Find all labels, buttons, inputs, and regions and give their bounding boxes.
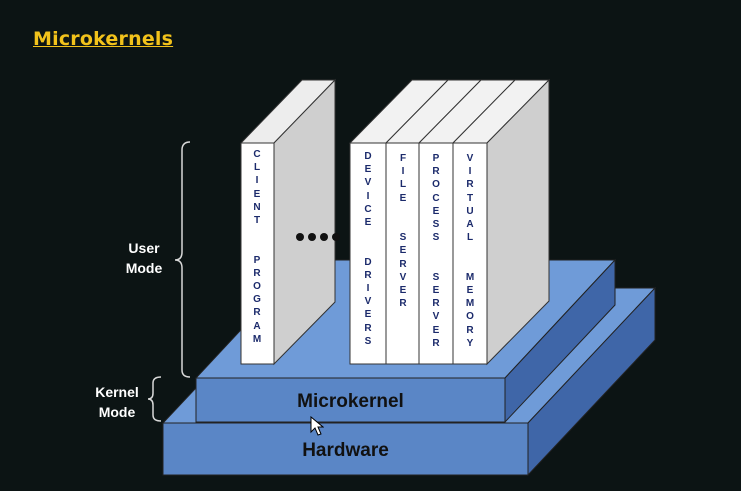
- server-books: [348, 78, 551, 366]
- user-mode-brace: [174, 141, 191, 378]
- virtual-memory-label: V I R T U A L M E M O R Y: [465, 153, 475, 349]
- page-title: Microkernels: [33, 28, 174, 50]
- hardware-label: Hardware: [302, 440, 389, 461]
- user-mode-line-2: Mode: [125, 260, 163, 276]
- file-server-label: F I L E S E R V E R: [399, 153, 407, 310]
- client-program-book: [239, 78, 337, 366]
- user-mode-label: User Mode: [118, 238, 170, 278]
- microkernel-label: Microkernel: [297, 391, 404, 412]
- kernel-mode-line-1: Kernel: [95, 384, 139, 400]
- user-mode-line-1: User: [128, 240, 160, 256]
- kernel-mode-label: Kernel Mode: [88, 382, 146, 422]
- mouse-cursor-icon: [310, 416, 324, 436]
- ellipsis-dots: [296, 233, 340, 241]
- kernel-mode-brace: [147, 376, 162, 422]
- file-server-book: [385, 142, 420, 365]
- virtual-memory-book: [452, 142, 488, 365]
- device-drivers-label: D E V I C E D R I V E R S: [364, 151, 372, 347]
- device-drivers-book: [349, 142, 387, 365]
- client-program-label: C L I E N T P R O G R A M: [252, 149, 262, 345]
- kernel-mode-line-2: Mode: [98, 404, 136, 420]
- process-server-label: P R O C E S S S E R V E R: [432, 153, 440, 349]
